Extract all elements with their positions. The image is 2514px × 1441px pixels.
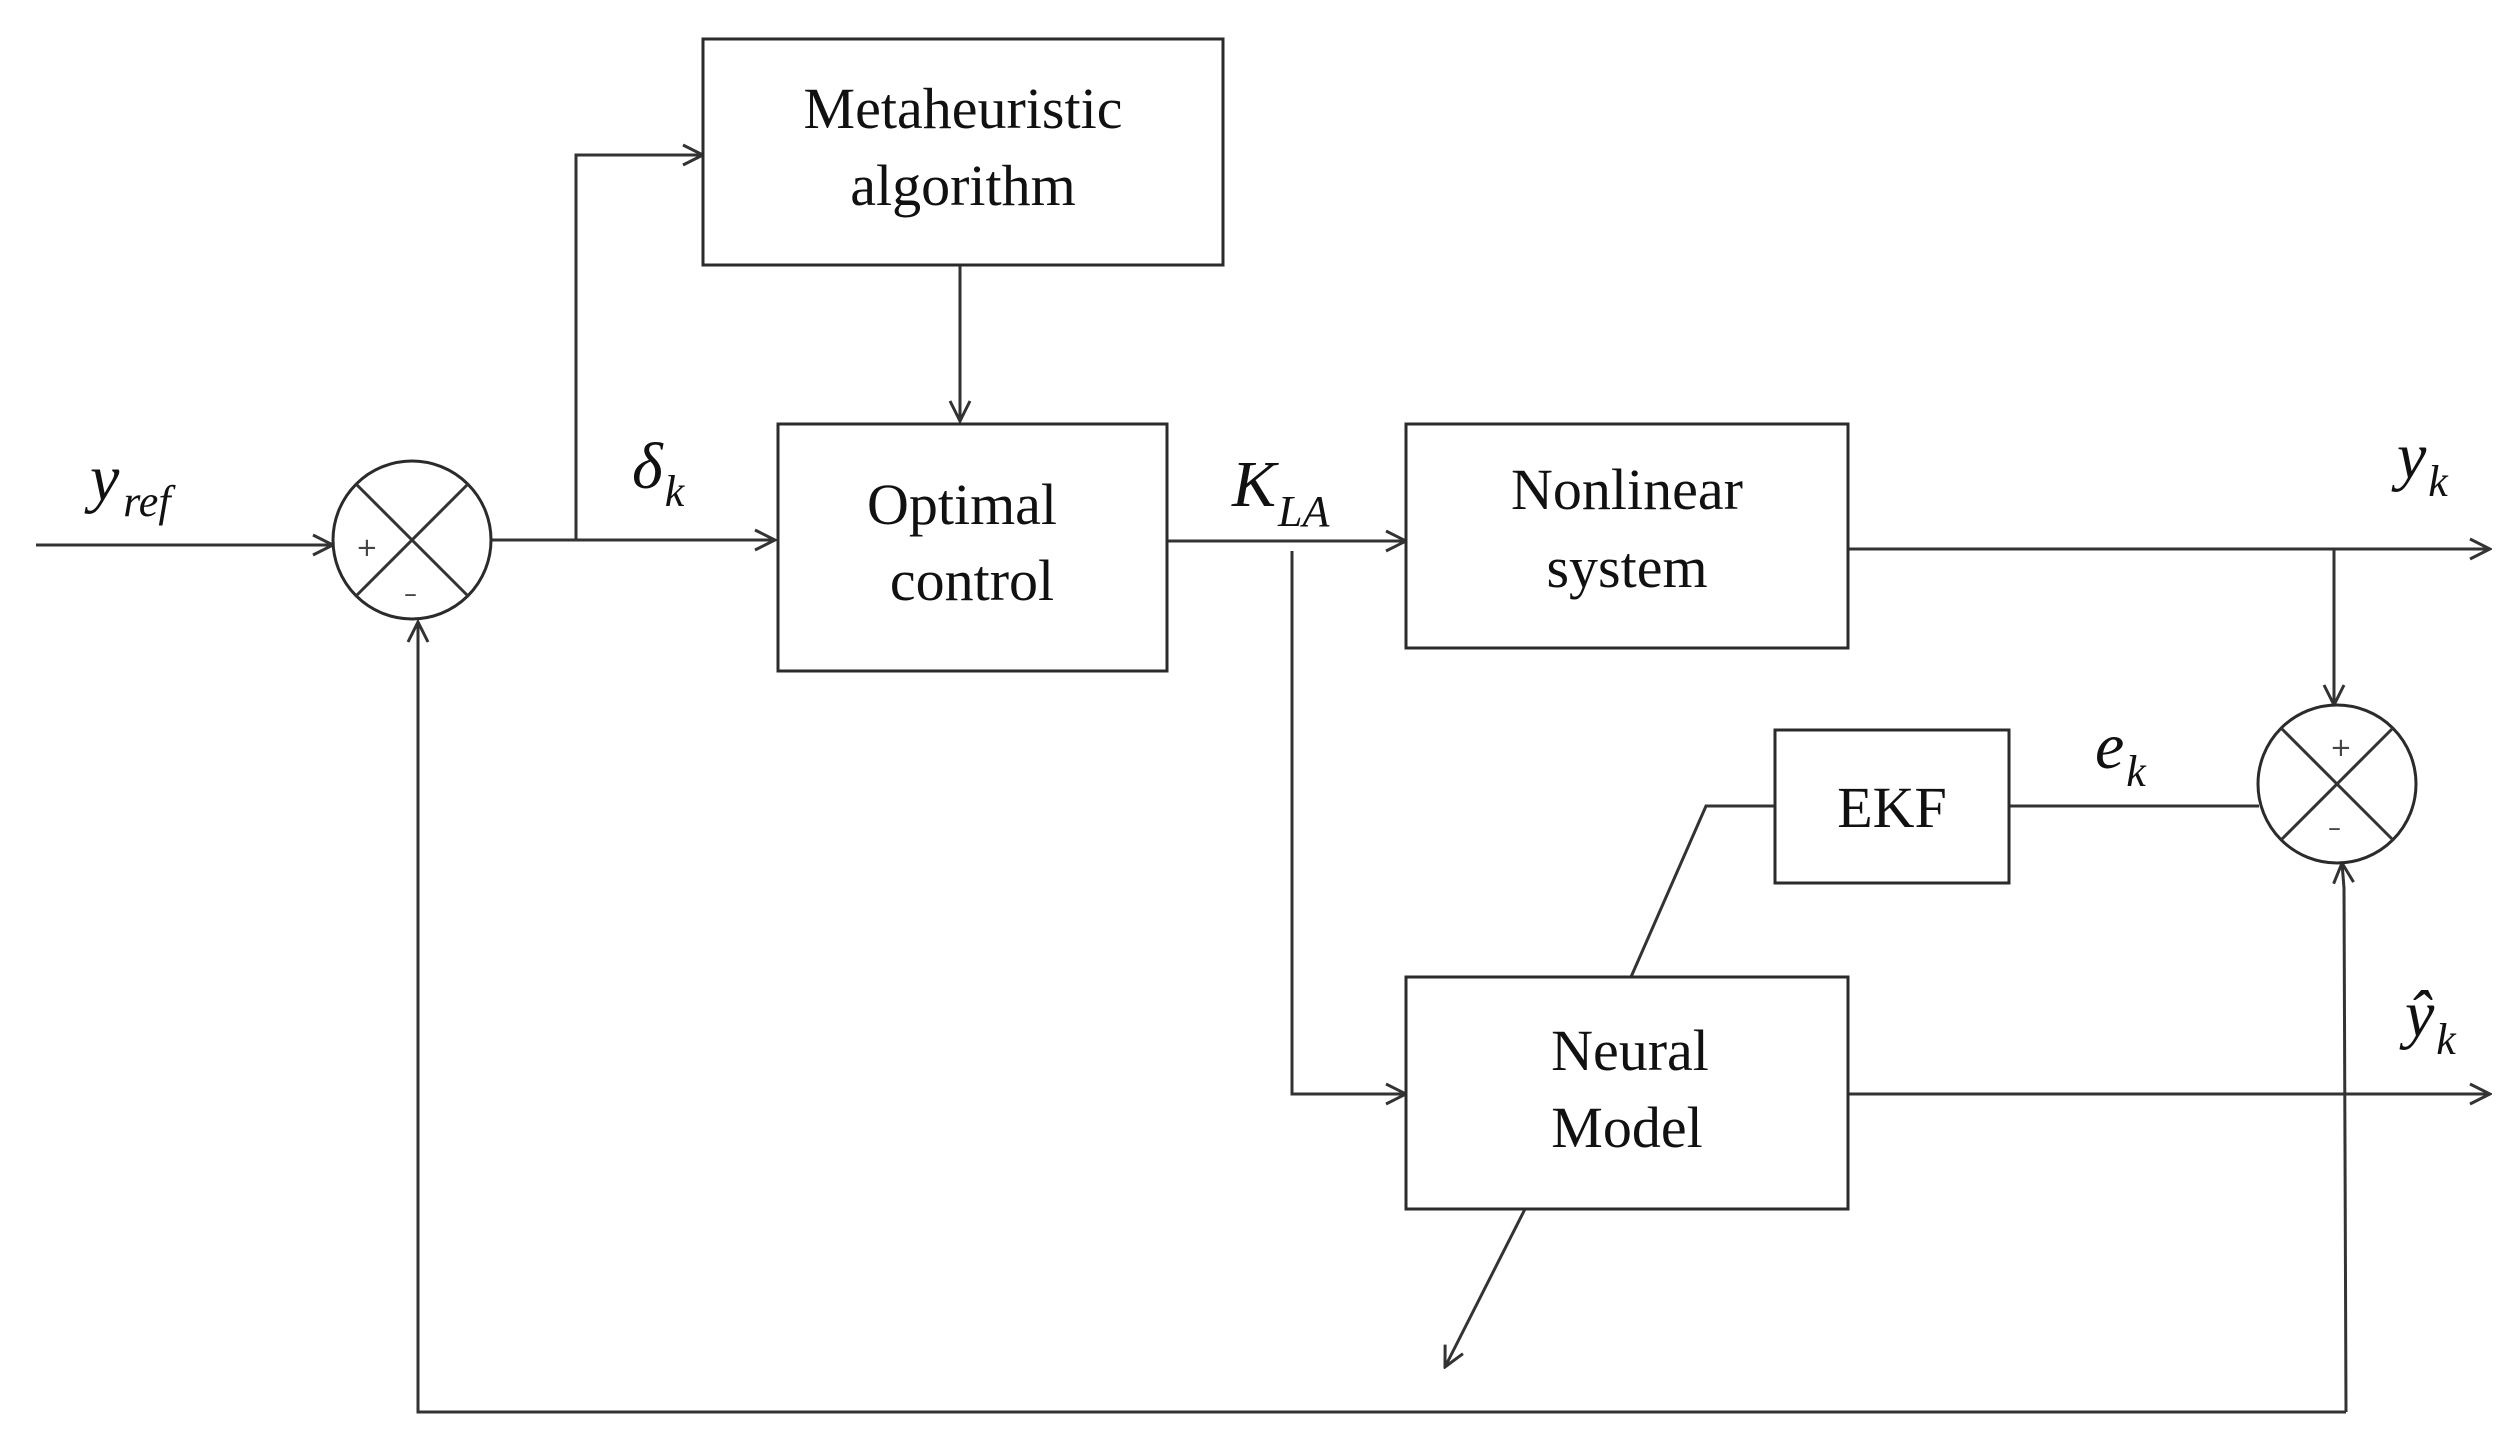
block-optimal-control: Optimal control (776, 422, 1169, 673)
wire-kla-to-neural (1290, 551, 1406, 1094)
wire-branch-to-metaheuristic (574, 155, 703, 540)
wire-ekf-to-neural (1629, 804, 1775, 978)
block-neural-model: Neural Model (1404, 975, 1850, 1211)
wire-adaptation-arrow (1445, 1208, 1527, 1367)
signal-y-k: yk (2391, 420, 2449, 506)
signal-delta-k: δk (632, 430, 686, 516)
block-metaheuristic: Metaheuristic algorithm (701, 37, 1225, 267)
nonlinear-system-line1: Nonlinear (1511, 457, 1743, 522)
left-sum-minus-sign: – (404, 579, 417, 609)
summing-junction-right: + – (2256, 703, 2418, 865)
metaheuristic-line2: algorithm (850, 153, 1076, 218)
right-sum-plus-sign: + (2330, 733, 2352, 763)
ekf-label: EKF (1837, 775, 1947, 840)
right-sum-minus-sign: – (2328, 813, 2341, 843)
metaheuristic-line1: Metaheuristic (804, 76, 1123, 141)
signal-y-hat-k: ŷk (2399, 978, 2457, 1064)
neural-model-line2: Model (1551, 1095, 1702, 1160)
wire-feedback-bottom (418, 622, 2346, 1414)
optimal-control-line2: control (890, 548, 1054, 613)
signal-y-ref: yref (84, 442, 176, 526)
nonlinear-system-line2: system (1546, 535, 1707, 600)
summing-junction-left: + – (331, 459, 493, 621)
left-sum-plus-sign: + (356, 533, 378, 563)
optimal-control-line1: Optimal (867, 472, 1057, 537)
neural-model-line1: Neural (1551, 1018, 1709, 1083)
signal-e-k: ek (2095, 710, 2147, 796)
block-nonlinear-system: Nonlinear system (1404, 422, 1850, 650)
signal-k-la: KLA (1231, 448, 1331, 536)
connections (36, 155, 2490, 1414)
block-ekf: EKF (1773, 728, 2011, 885)
wire-feedback-loop (2342, 863, 2346, 1413)
